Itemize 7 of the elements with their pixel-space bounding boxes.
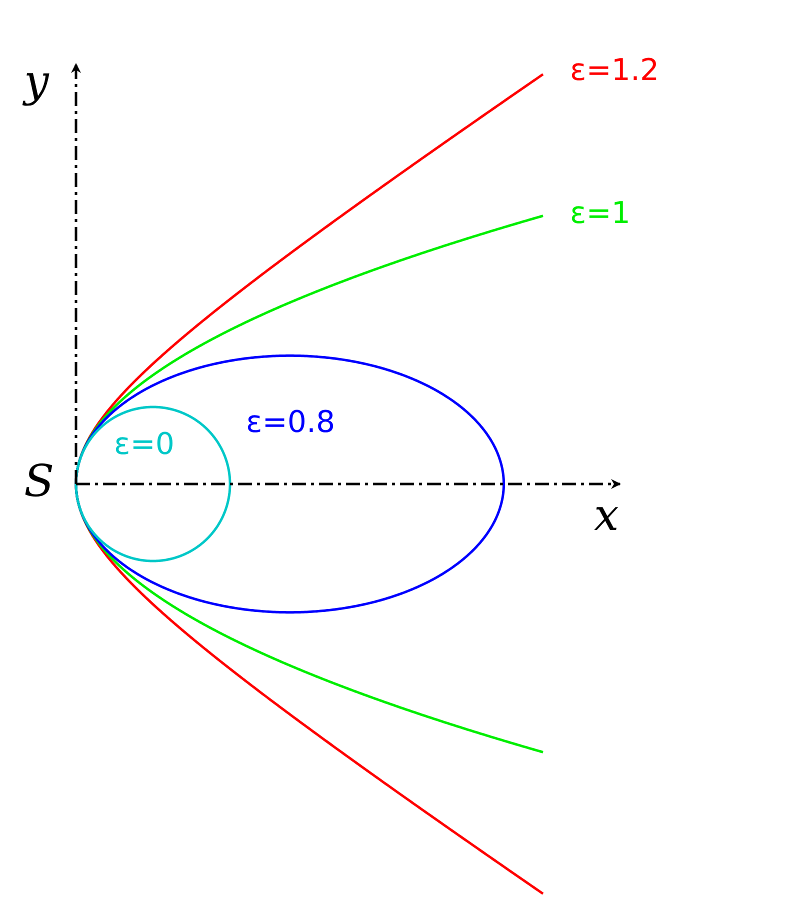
axis-label: y [24,60,49,104]
curve-label: ε=0.8 [246,408,336,438]
axis-label: x [594,494,619,538]
axis-label: S [24,460,54,504]
curve-label: ε=0 [114,430,174,460]
curve-label: ε=1 [570,199,630,229]
curve-label: ε=1.2 [570,56,660,86]
